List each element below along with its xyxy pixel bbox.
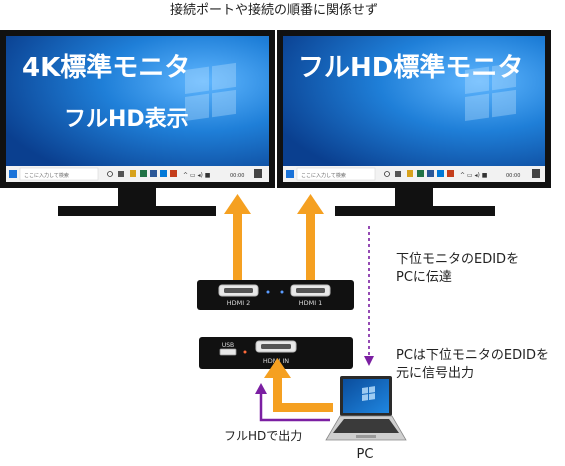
status-led-icon bbox=[280, 290, 284, 294]
left-monitor-desktop bbox=[6, 36, 269, 166]
svg-text:^ ▭ ◂) ■: ^ ▭ ◂) ■ bbox=[183, 172, 211, 179]
left-monitor: 4K標準モニタ フルHD表示 ここに入力して検索 ^ ▭ ◂) ■ 00:00 bbox=[0, 30, 275, 216]
right-monitor: フルHD標準モニタ ここに入力して検索 ^ ▭ ◂) ■ 00:00 bbox=[277, 30, 551, 216]
left-taskbar: ここに入力して検索 ^ ▭ ◂) ■ 00:00 bbox=[6, 166, 269, 182]
svg-text:^ ▭ ◂) ■: ^ ▭ ◂) ■ bbox=[460, 172, 488, 179]
right-taskbar-search-placeholder: ここに入力して検索 bbox=[301, 172, 346, 179]
caption: 接続ポートや接続の順番に関係せず bbox=[170, 2, 378, 18]
left-monitor-title: 4K標準モニタ bbox=[22, 52, 190, 83]
arrow-pc-to-splitter bbox=[264, 358, 333, 412]
edid-note-line2: PCに伝達 bbox=[396, 270, 452, 285]
usb-label: USB bbox=[222, 342, 234, 349]
svg-text:00:00: 00:00 bbox=[506, 173, 520, 179]
right-taskbar: ここに入力して検索 ^ ▭ ◂) ■ 00:00 bbox=[283, 166, 545, 182]
laptop-icon bbox=[325, 376, 407, 441]
windows-logo-icon bbox=[465, 62, 516, 121]
pc-output-note-line1: PCは下位モニタのEDIDを bbox=[396, 348, 549, 363]
power-led-icon bbox=[243, 350, 247, 354]
arrow-hdmi2-to-left-monitor bbox=[224, 194, 251, 284]
hdmi1-label: HDMI 1 bbox=[299, 299, 323, 307]
fullhd-output-label: フルHDで出力 bbox=[224, 429, 302, 443]
start-icon bbox=[9, 170, 17, 178]
pc-output-note-line2: 元に信号出力 bbox=[396, 366, 474, 381]
splitter-output-panel: HDMI 2 HDMI 1 bbox=[197, 280, 354, 310]
start-icon bbox=[286, 170, 294, 178]
right-monitor-desktop bbox=[283, 36, 545, 166]
pc-label: PC bbox=[357, 447, 374, 462]
status-led-icon bbox=[266, 290, 270, 294]
right-monitor-title: フルHD標準モニタ bbox=[298, 52, 523, 83]
right-monitor-base bbox=[335, 206, 495, 216]
left-monitor-neck bbox=[118, 188, 156, 206]
arrow-edid-to-pc bbox=[364, 226, 374, 366]
left-monitor-base bbox=[58, 206, 216, 216]
hdmi2-label: HDMI 2 bbox=[227, 299, 251, 307]
left-taskbar-search bbox=[19, 167, 99, 181]
left-monitor-subtitle: フルHD表示 bbox=[64, 107, 189, 132]
usb-port bbox=[219, 348, 237, 356]
windows-logo-icon bbox=[185, 62, 236, 121]
svg-text:00:00: 00:00 bbox=[230, 173, 244, 179]
arrow-hdmi1-to-right-monitor bbox=[297, 194, 324, 284]
edid-note-line1: 下位モニタのEDIDを bbox=[396, 252, 519, 267]
arrow-fullhd-output bbox=[255, 383, 330, 422]
left-taskbar-search-placeholder: ここに入力して検索 bbox=[24, 172, 69, 179]
right-monitor-neck bbox=[395, 188, 433, 206]
right-taskbar-search bbox=[296, 167, 376, 181]
